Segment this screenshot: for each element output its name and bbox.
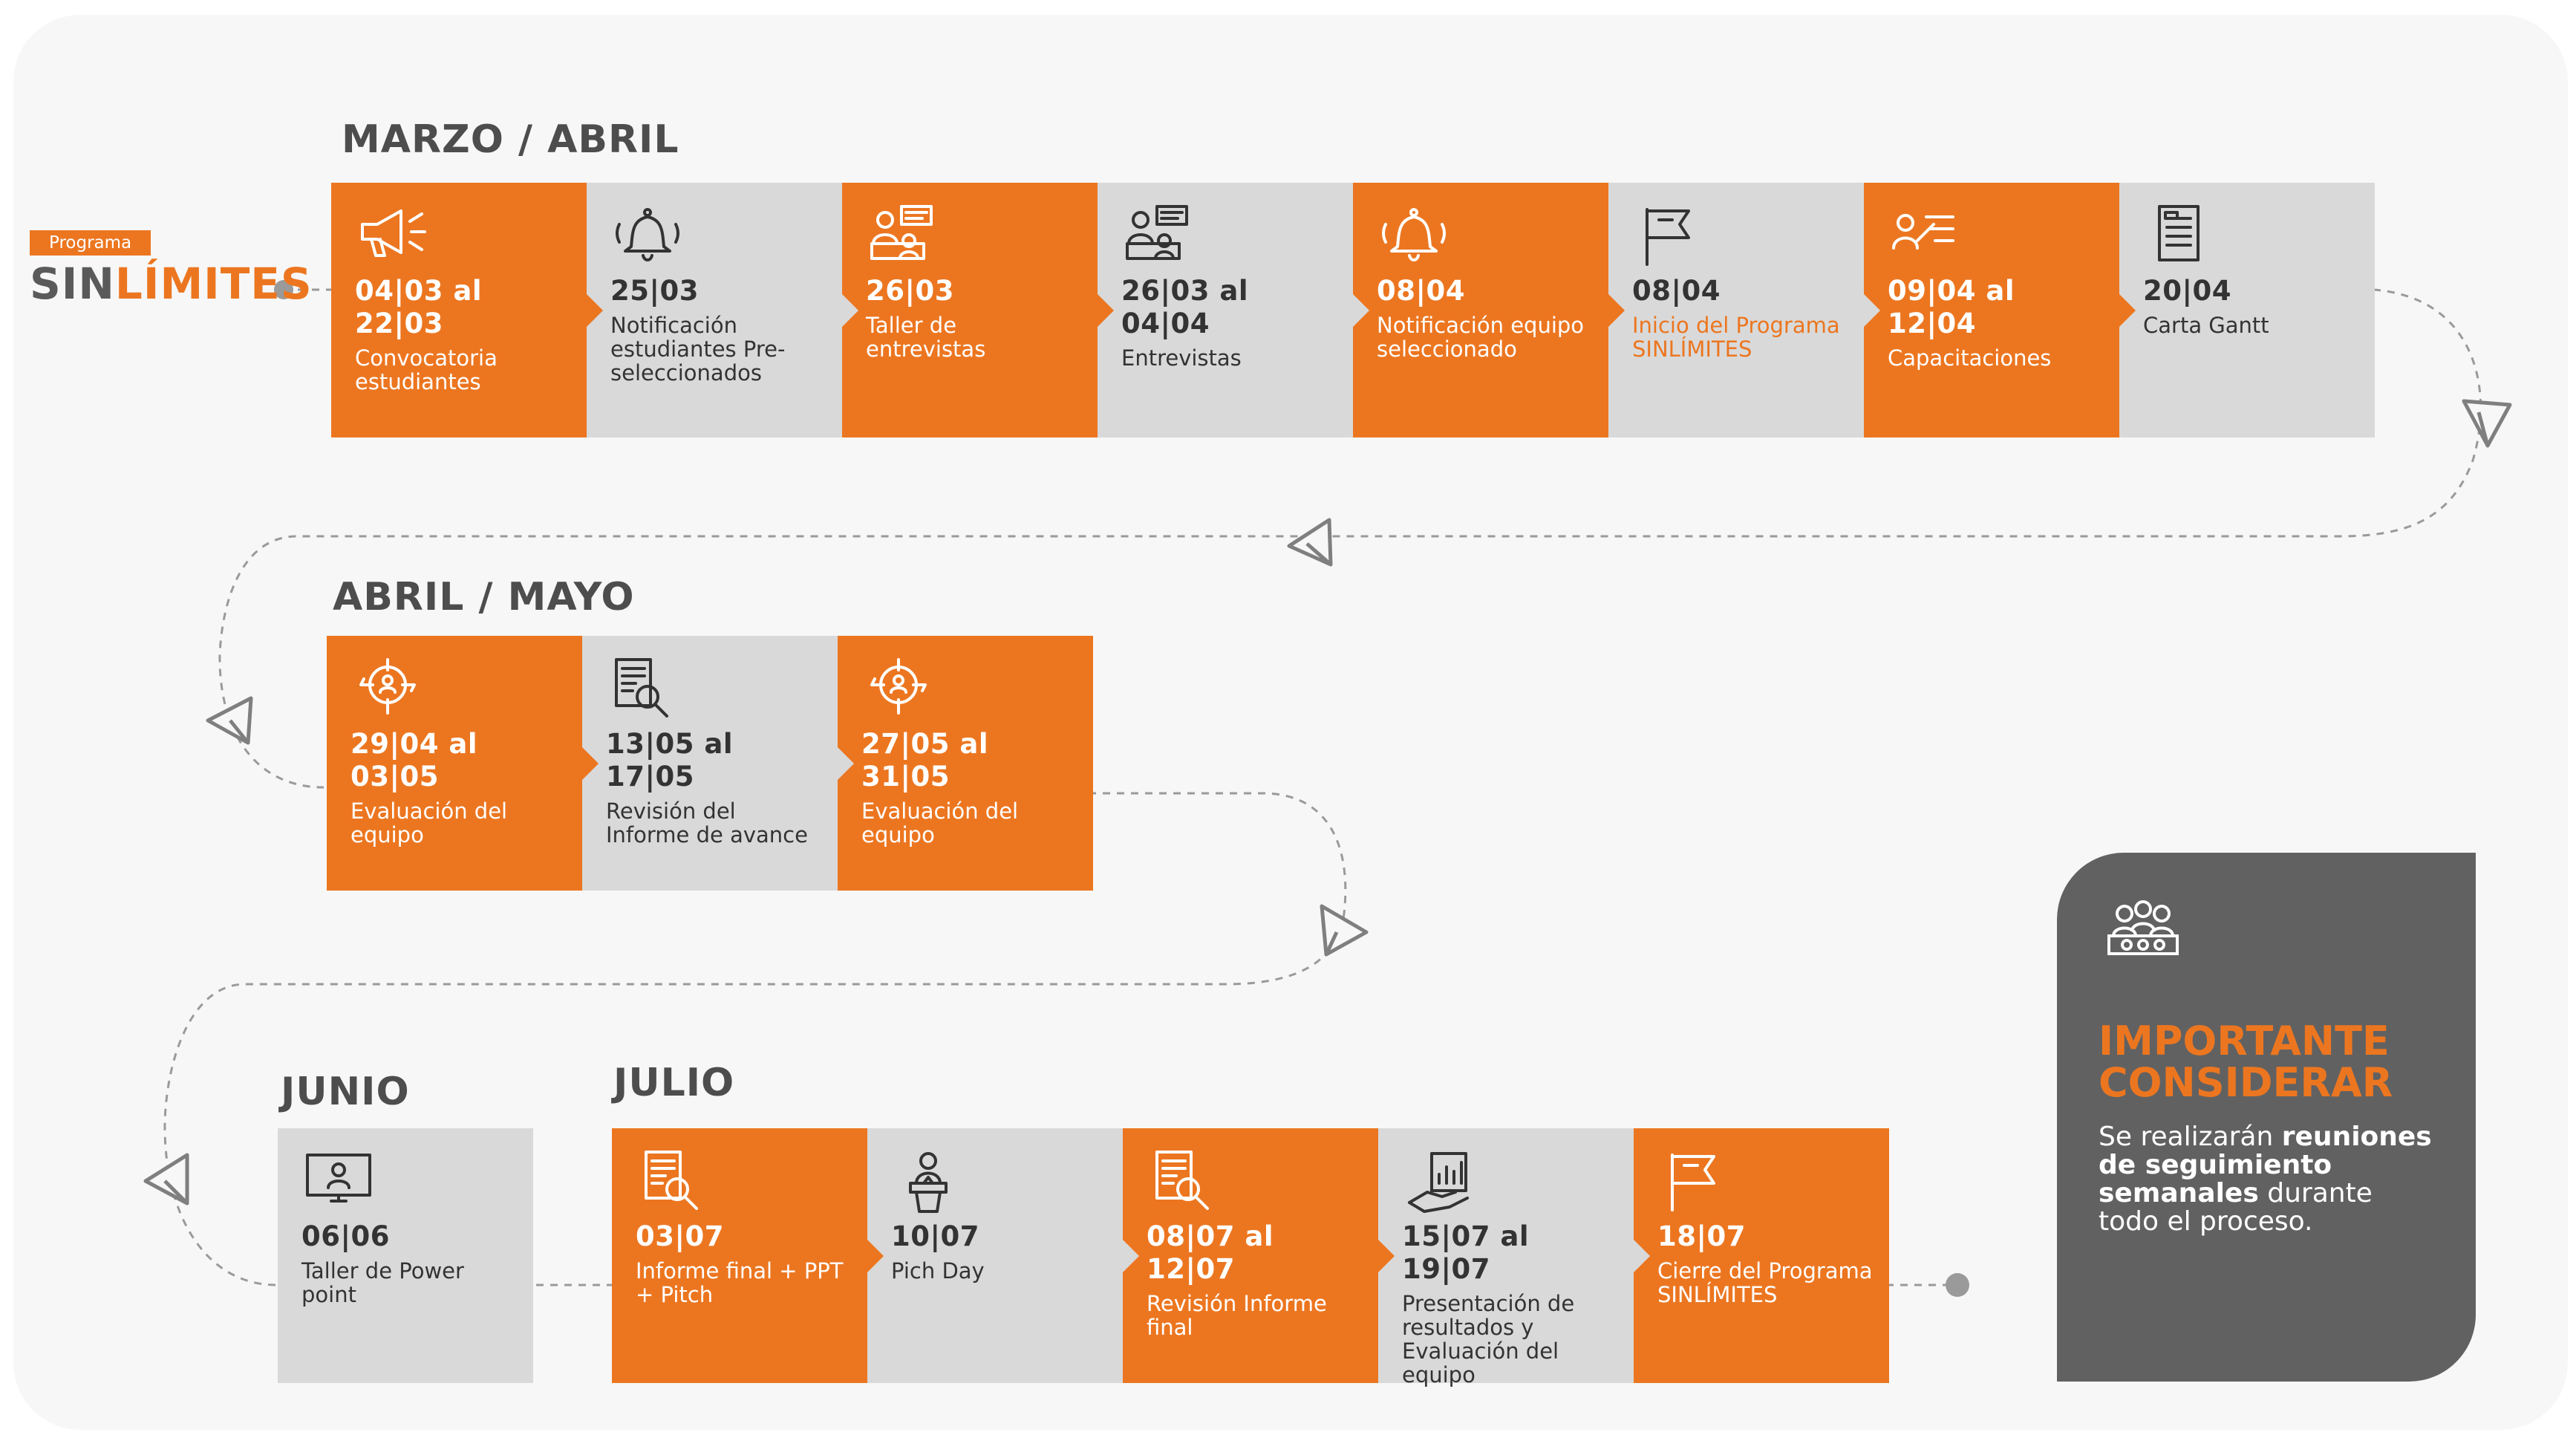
important-note-card: IMPORTANTE CONSIDERAR Se realizarán reun… xyxy=(2057,853,2476,1382)
step-date: 08|04 xyxy=(1377,275,1465,307)
bell-icon xyxy=(1382,208,1446,261)
team-evaluation-icon xyxy=(359,658,416,715)
flag-icon xyxy=(1646,208,1690,266)
step-description: Informe final + PPT + Pitch xyxy=(636,1258,844,1307)
step-date: 08|07 al 12|07 xyxy=(1147,1220,1274,1285)
step-date: 20|04 xyxy=(2143,275,2231,307)
important-text: Se realizarán reuniones de seguimiento s… xyxy=(2099,1123,2434,1236)
step-description: Taller de Power point xyxy=(301,1258,464,1307)
bell-icon xyxy=(616,208,679,261)
results-chart-icon xyxy=(1408,1152,1469,1213)
section-title-abril-mayo: ABRIL / MAYO xyxy=(333,575,635,619)
step-date: 26|03 xyxy=(866,275,954,307)
speaker-podium-icon xyxy=(909,1152,948,1213)
megaphone-icon xyxy=(361,209,426,257)
presentation-screen-icon xyxy=(306,1154,371,1203)
step-date: 26|03 al 04|04 xyxy=(1121,275,1249,339)
step-description: Taller de entrevistas xyxy=(866,313,986,362)
team-evaluation-icon xyxy=(870,658,927,715)
logo-tag: Programa xyxy=(30,230,151,256)
step-description: Notificación estudiantes Pre-seleccionad… xyxy=(610,313,786,385)
team-meeting-icon xyxy=(2107,900,2179,955)
step-description: Revisión Informe final xyxy=(1147,1291,1327,1340)
step-description: Pich Day xyxy=(891,1258,985,1284)
step-description: Convocatoria estudiantes xyxy=(355,345,498,394)
step-description: Revisión del Informe de avance xyxy=(606,798,808,847)
important-text-start: Se realizarán xyxy=(2099,1122,2274,1152)
step-date: 06|06 xyxy=(301,1220,390,1252)
important-text-bold: reuniones de seguimiento semanales xyxy=(2099,1122,2432,1208)
step-date: 27|05 al 31|05 xyxy=(861,728,989,793)
flag-icon xyxy=(1671,1154,1715,1211)
step-description: Cierre del Programa SINLÍMITES xyxy=(1657,1258,1873,1307)
step-date: 09|04 al 12|04 xyxy=(1888,275,2015,339)
document-search-icon xyxy=(645,1151,698,1210)
step-date: 03|07 xyxy=(636,1220,724,1252)
program-logo: Programa SINLÍMITES xyxy=(30,230,312,309)
step-date: 13|05 al 17|05 xyxy=(606,728,734,793)
step-date: 29|04 al 03|05 xyxy=(350,728,478,793)
section-title-junio: JUNIO xyxy=(281,1070,410,1114)
step-date: 08|04 xyxy=(1632,275,1721,307)
document-search-icon xyxy=(1155,1151,1209,1210)
step-date: 10|07 xyxy=(891,1220,979,1252)
step-description: Presentación de resultados y Evaluación … xyxy=(1402,1291,1575,1387)
step-date: 25|03 xyxy=(610,275,699,307)
step-description: Notificación equipo seleccionado xyxy=(1377,313,1585,362)
step-description: Evaluación del equipo xyxy=(350,798,508,847)
logo-name-part2: LÍMITES xyxy=(114,258,313,309)
step-description: Carta Gantt xyxy=(2143,313,2269,338)
logo-name: SINLÍMITES xyxy=(30,258,312,309)
important-text-end: durante todo el proceso. xyxy=(2099,1178,2373,1237)
section-title-marzo-abril: MARZO / ABRIL xyxy=(342,117,679,162)
document-search-icon xyxy=(615,658,668,718)
step-date: 04|03 al 22|03 xyxy=(355,275,483,339)
step-date: 18|07 xyxy=(1657,1220,1746,1252)
logo-name-part1: SIN xyxy=(30,258,115,309)
interview-icon xyxy=(1126,205,1188,260)
interview-icon xyxy=(870,205,933,260)
step-date: 15|07 al 19|07 xyxy=(1402,1220,1530,1285)
step-description: Evaluación del equipo xyxy=(861,798,1019,847)
section-title-julio: JULIO xyxy=(613,1061,735,1105)
step-description: Entrevistas xyxy=(1121,345,1242,371)
important-title-line1: IMPORTANTE xyxy=(2099,1018,2390,1064)
important-title-line2: CONSIDERAR xyxy=(2099,1059,2393,1106)
important-title: IMPORTANTE CONSIDERAR xyxy=(2099,1021,2434,1104)
step-description: Inicio del Programa SINLÍMITES xyxy=(1632,313,1840,362)
step-description: Capacitaciones xyxy=(1888,345,2052,371)
document-icon xyxy=(2158,205,2200,261)
training-icon xyxy=(1892,214,1954,250)
